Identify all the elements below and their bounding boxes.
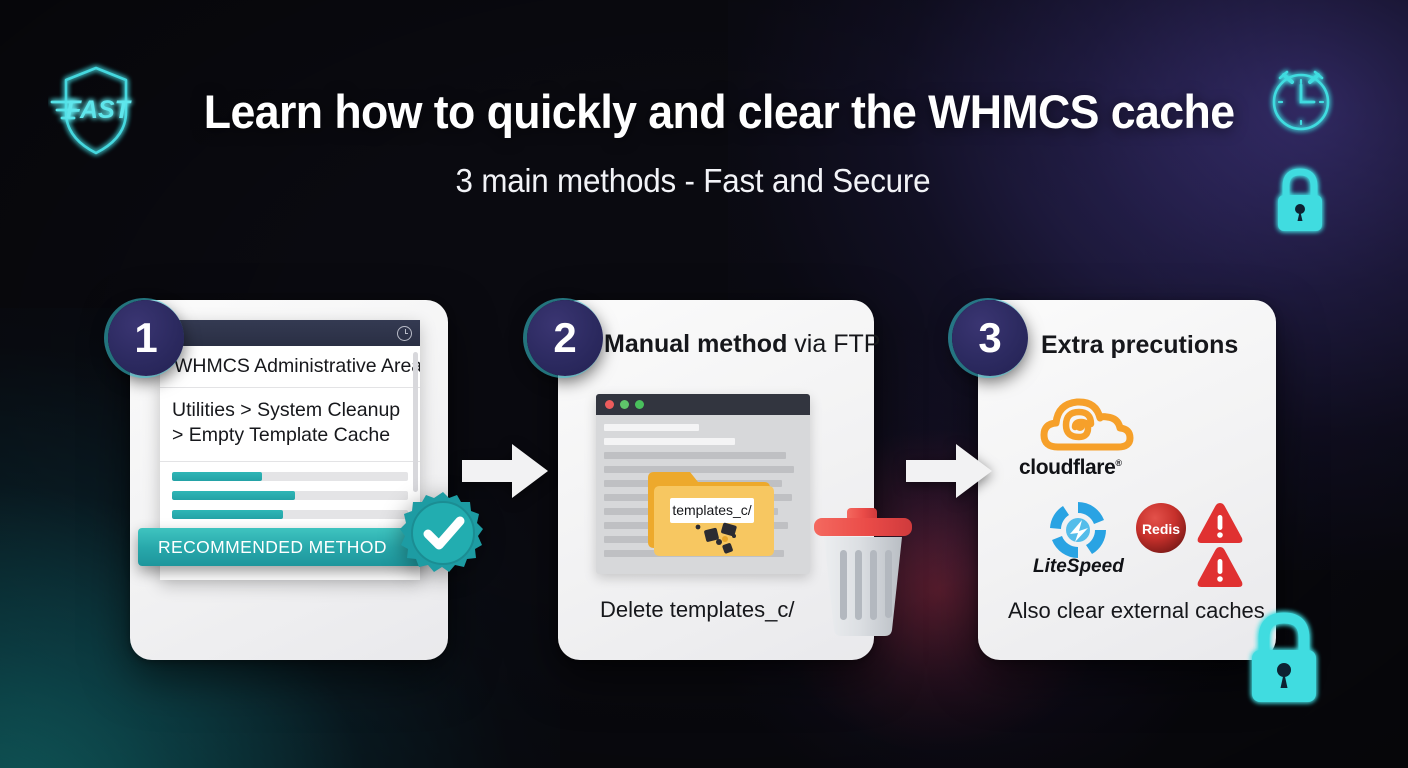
step-card-3 xyxy=(978,300,1276,660)
step-number-badge-1: 1 xyxy=(108,300,184,376)
padlock-icon xyxy=(1278,168,1322,231)
mockup-titlebar xyxy=(596,394,810,415)
close-dot-icon xyxy=(605,400,614,409)
page-subtitle: 3 main methods - Fast and Secure xyxy=(455,162,931,199)
litespeed-wordmark: LiteSpeed xyxy=(1033,556,1124,577)
recommended-method-ribbon: RECOMMENDED METHOD xyxy=(138,528,424,566)
mockup-breadcrumb-path: Utilities > System Cleanup > Empty Templ… xyxy=(160,388,420,462)
mockup-heading: WHMCS Administrative Area xyxy=(160,346,420,388)
progress-bar xyxy=(172,490,408,500)
step-2-title-strong: Manual method xyxy=(604,330,788,358)
progress-bar xyxy=(172,509,408,519)
litespeed-logo xyxy=(1050,502,1106,558)
svg-text:FAST: FAST xyxy=(66,96,133,124)
arrow-right-icon xyxy=(906,444,992,498)
alarm-clock-icon xyxy=(1272,70,1330,131)
maximize-dot-icon xyxy=(635,400,644,409)
warning-triangle-icon xyxy=(1197,547,1243,587)
folder-label: templates_c/ xyxy=(672,502,751,518)
step-3-title: Extra precutions xyxy=(1041,331,1239,359)
check-seal-icon xyxy=(400,492,483,572)
step-number-badge-2: 2 xyxy=(527,300,603,376)
clock-icon xyxy=(397,325,412,341)
scrollbar[interactable] xyxy=(413,352,418,492)
cloudflare-wordmark: cloudflare® xyxy=(1019,456,1122,479)
cloudflare-logo xyxy=(1040,398,1134,451)
minimize-dot-icon xyxy=(620,400,629,409)
mockup-progress-list xyxy=(160,462,420,538)
step-2-title: Manual method via FTP xyxy=(604,330,880,359)
step-3-caption: Also clear external caches xyxy=(1008,598,1265,623)
redis-logo: Redis xyxy=(1136,503,1186,553)
mockup-titlebar xyxy=(160,320,420,346)
shield-speed-icon: FAST xyxy=(50,66,133,155)
step-2-caption: Delete templates_c/ xyxy=(600,597,795,622)
step-2-title-light: via FTP xyxy=(787,330,881,358)
templates-folder-icon: templates_c/ xyxy=(648,472,774,556)
progress-bar xyxy=(172,471,408,481)
page-title: Learn how to quickly and clear the WHMCS… xyxy=(203,85,1235,138)
warning-triangle-icon xyxy=(1197,503,1243,543)
trash-can-icon xyxy=(814,508,912,636)
redis-label: Redis xyxy=(1142,521,1180,537)
padlock-icon xyxy=(1252,612,1316,702)
step-number-badge-3: 3 xyxy=(952,300,1028,376)
